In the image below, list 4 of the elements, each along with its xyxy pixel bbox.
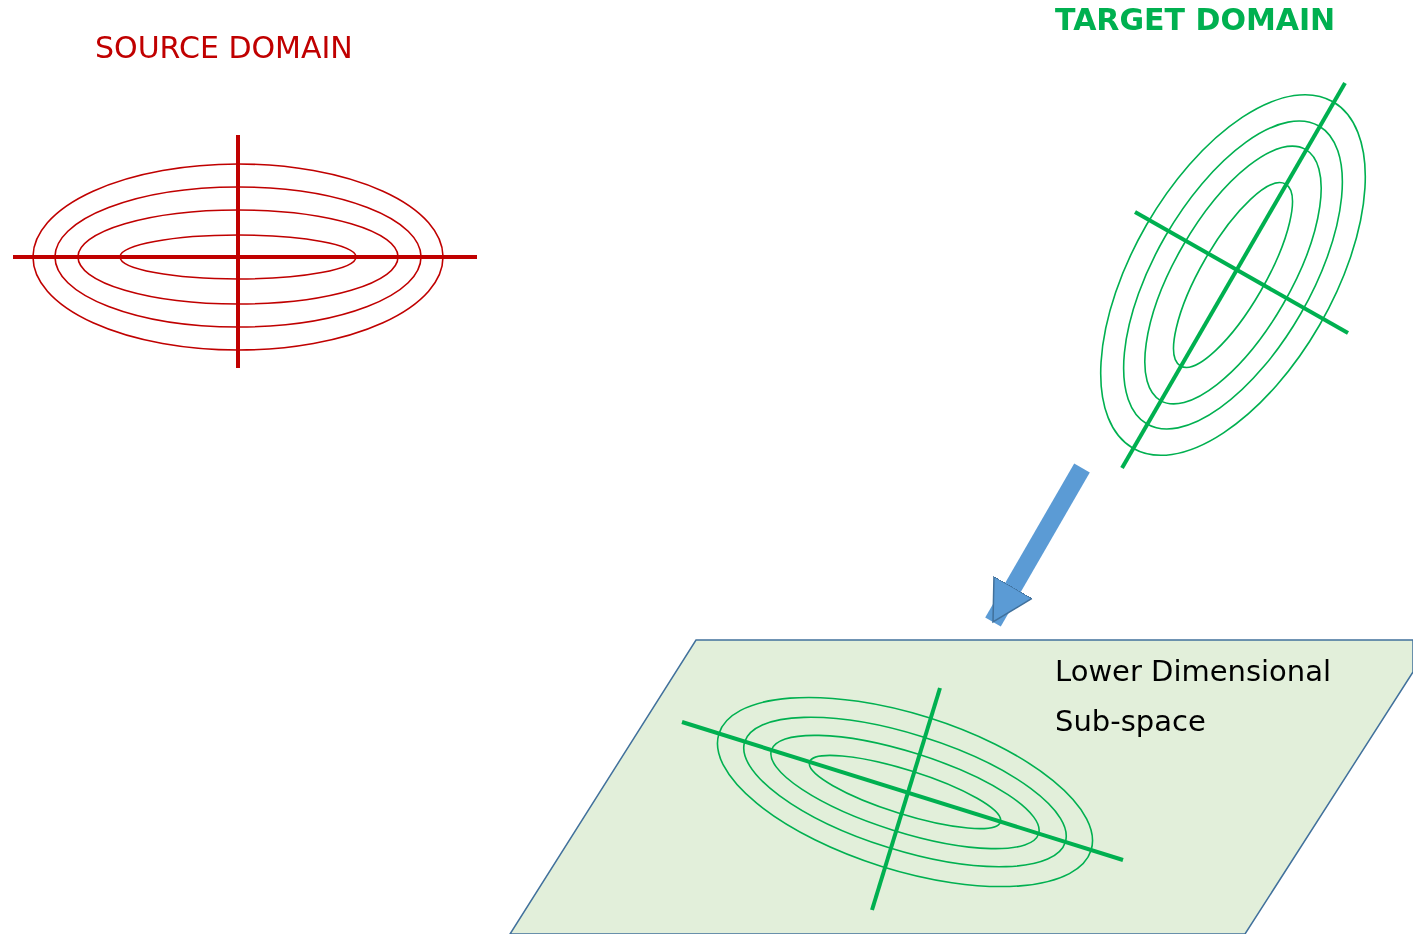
heading: SOURCE DOMAIN xyxy=(95,30,353,65)
arrow xyxy=(985,463,1090,627)
heading: TARGET DOMAIN xyxy=(1055,2,1336,37)
plane-label: Lower Dimensional Sub-space xyxy=(1055,653,1333,740)
